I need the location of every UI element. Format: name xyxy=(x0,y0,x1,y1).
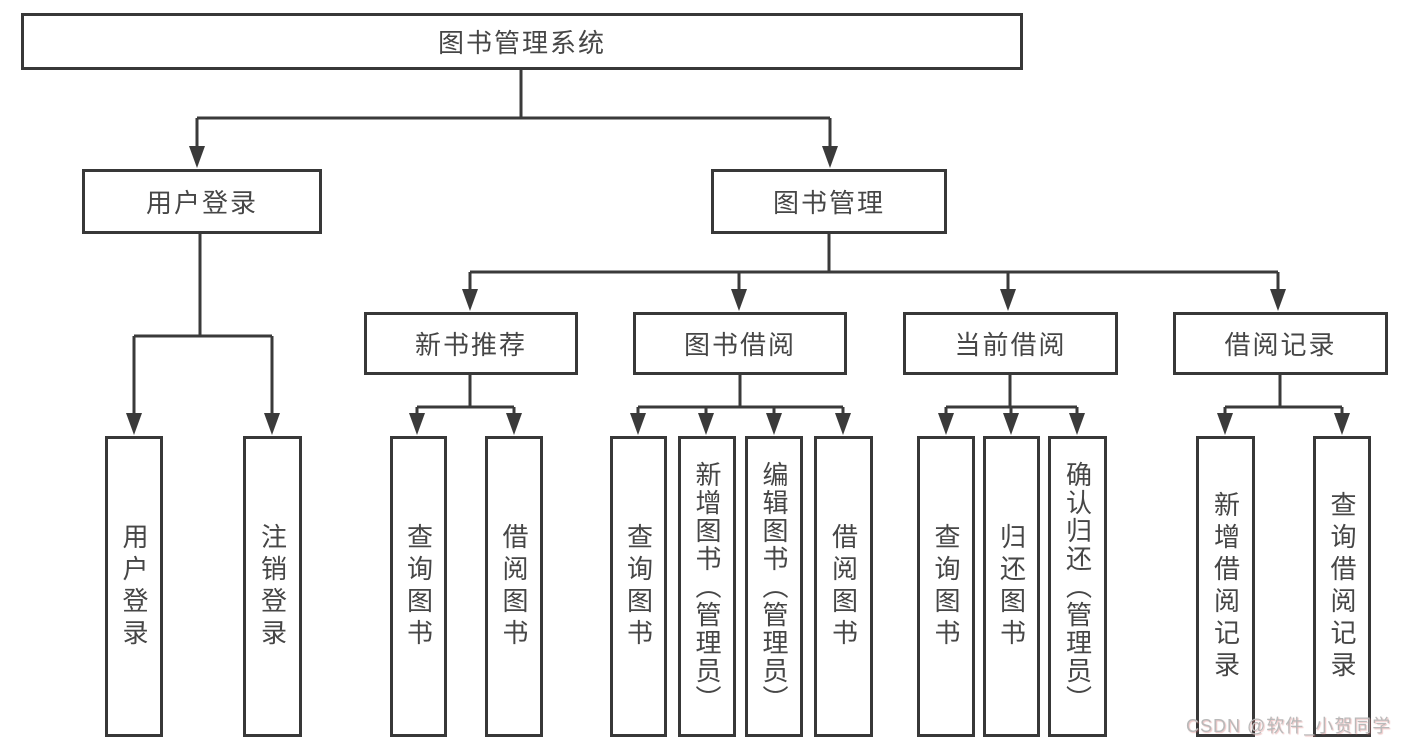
node-label: 查询借阅记录 xyxy=(1327,490,1357,683)
node-borrowing-records: 借阅记录 xyxy=(1173,312,1388,375)
leaf-user-login: 用户登录 xyxy=(105,436,163,737)
node-label: 借阅图书 xyxy=(499,522,529,651)
arrowhead xyxy=(462,289,478,311)
arrowhead xyxy=(1270,289,1286,311)
arrowhead xyxy=(698,413,714,435)
node-label: 确认归还（管理员） xyxy=(1062,460,1093,713)
arrowhead xyxy=(1000,289,1016,311)
node-label: 注销登录 xyxy=(257,522,288,651)
arrowheads xyxy=(126,146,1350,435)
node-label: 查询图书 xyxy=(931,522,961,651)
leaf-add-book-admin: 新增图书（管理员） xyxy=(678,436,736,737)
node-label: 查询图书 xyxy=(623,522,654,651)
node-label: 图书管理系统 xyxy=(437,28,606,58)
arrowhead xyxy=(1217,413,1233,435)
node-label: 编辑图书（管理员） xyxy=(759,460,789,713)
arrowhead xyxy=(938,413,954,435)
leaf-borrow-books-1: 借阅图书 xyxy=(485,436,543,737)
leaf-query-books-2: 查询图书 xyxy=(610,436,667,737)
node-label: 归还图书 xyxy=(996,522,1027,651)
arrowhead xyxy=(766,413,782,435)
arrowhead xyxy=(506,413,522,435)
leaf-edit-book-admin: 编辑图书（管理员） xyxy=(745,436,803,737)
arrowhead xyxy=(630,413,646,435)
arrowhead xyxy=(1003,413,1019,435)
node-book-management: 图书管理 xyxy=(711,169,947,234)
leaf-borrow-books-2: 借阅图书 xyxy=(814,436,873,737)
arrowhead xyxy=(409,413,425,435)
arrowhead xyxy=(264,413,280,435)
node-label: 借阅记录 xyxy=(1224,330,1337,360)
leaf-query-borrow-record: 查询借阅记录 xyxy=(1313,436,1371,737)
node-label: 新增借阅记录 xyxy=(1210,490,1241,683)
leaf-logout: 注销登录 xyxy=(243,436,302,737)
node-label: 图书借阅 xyxy=(683,330,796,360)
node-label: 借阅图书 xyxy=(828,522,859,651)
node-label: 新增图书（管理员） xyxy=(692,460,722,713)
arrowhead xyxy=(822,146,838,168)
node-label: 用户登录 xyxy=(119,522,149,651)
node-new-book-recommend: 新书推荐 xyxy=(364,312,578,375)
leaf-add-borrow-record: 新增借阅记录 xyxy=(1196,436,1255,737)
node-label: 新书推荐 xyxy=(414,330,527,360)
node-label: 用户登录 xyxy=(145,188,258,218)
watermark-text: CSDN @软件_小贺同学 xyxy=(1186,716,1392,736)
node-current-borrowing: 当前借阅 xyxy=(903,312,1118,375)
node-book-borrowing: 图书借阅 xyxy=(633,312,847,375)
node-user-login: 用户登录 xyxy=(82,169,322,234)
arrowhead xyxy=(731,289,747,311)
node-label: 图书管理 xyxy=(772,188,885,218)
arrowhead xyxy=(126,413,142,435)
arrowhead xyxy=(835,413,851,435)
leaf-return-books: 归还图书 xyxy=(983,436,1040,737)
leaf-query-books-1: 查询图书 xyxy=(390,436,447,737)
arrowhead xyxy=(1334,413,1350,435)
leaf-confirm-return-admin: 确认归还（管理员） xyxy=(1048,436,1107,737)
node-label: 查询图书 xyxy=(403,522,434,651)
arrowhead xyxy=(189,146,205,168)
leaf-query-books-3: 查询图书 xyxy=(917,436,975,737)
node-label: 当前借阅 xyxy=(954,330,1067,360)
arrowhead xyxy=(1069,413,1085,435)
node-library-system: 图书管理系统 xyxy=(21,13,1023,70)
